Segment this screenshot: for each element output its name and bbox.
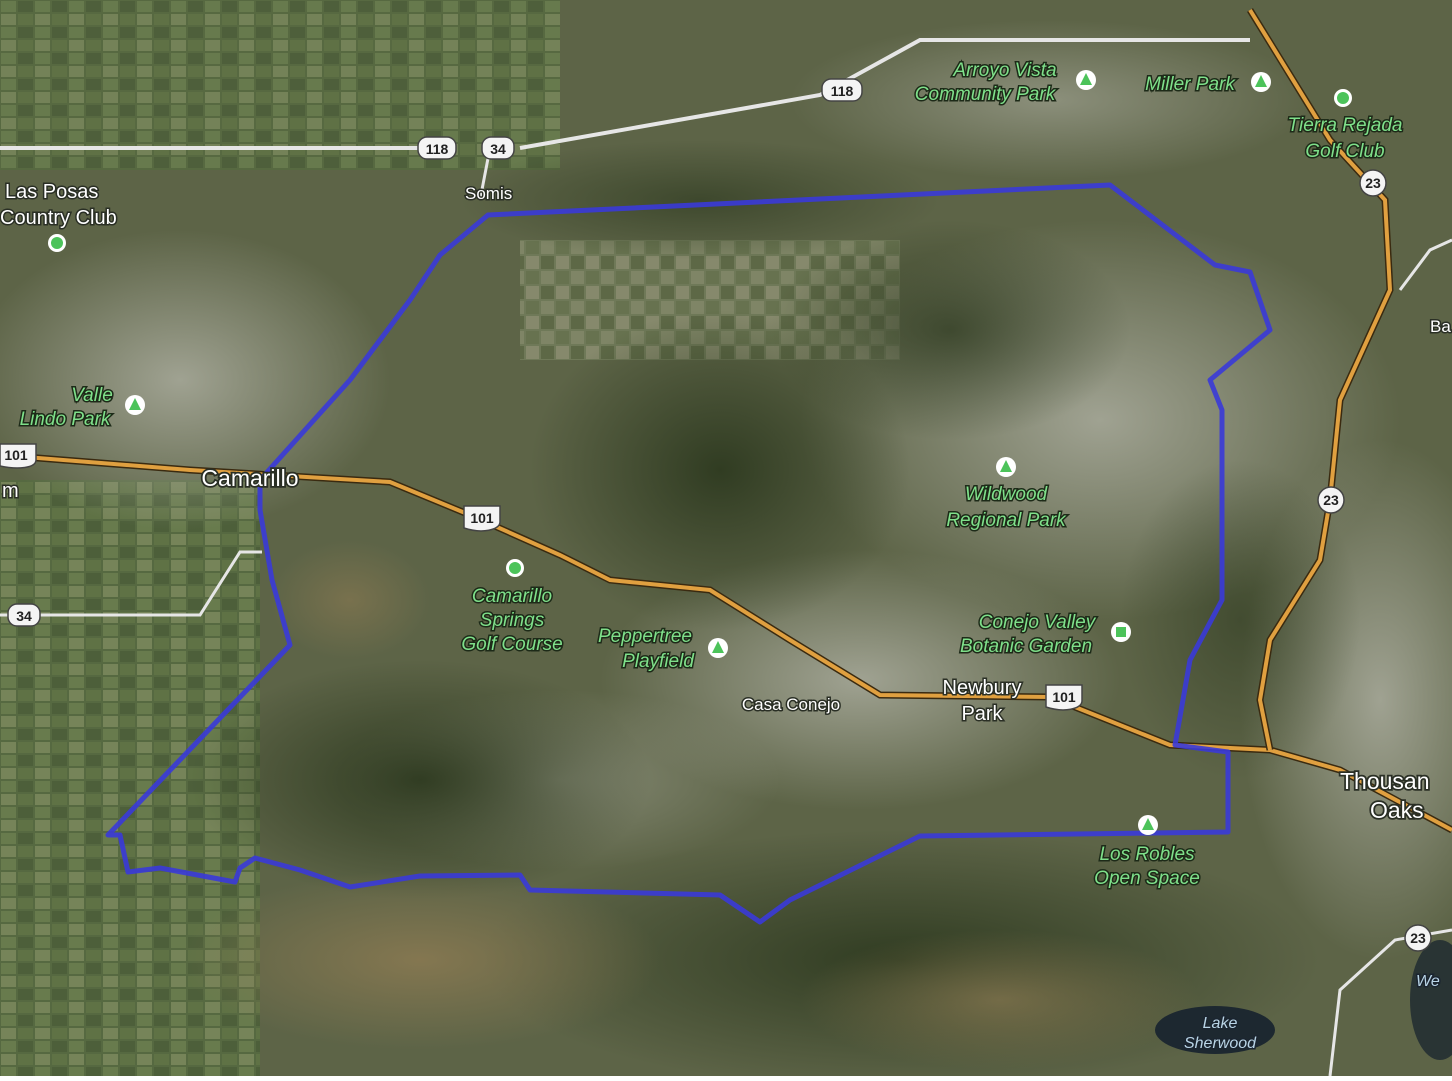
east-water bbox=[1410, 940, 1452, 1060]
svg-text:118: 118 bbox=[426, 141, 449, 157]
golf-marker-icon[interactable] bbox=[1334, 89, 1352, 107]
shield-23-middle[interactable]: 23 bbox=[1317, 486, 1345, 514]
park-marker-icon[interactable] bbox=[996, 457, 1016, 477]
svg-text:34: 34 bbox=[490, 141, 506, 157]
label-peppertree-1: Peppertree bbox=[598, 626, 692, 647]
label-miller-park: Miller Park bbox=[1145, 74, 1236, 95]
label-edge-we: We bbox=[1416, 973, 1440, 990]
shield-118-east[interactable]: 118 bbox=[821, 78, 863, 102]
north-urban bbox=[790, 20, 1310, 180]
park-marker-icon[interactable] bbox=[1076, 70, 1096, 90]
hills-southwest bbox=[190, 660, 650, 900]
svg-text:23: 23 bbox=[1323, 492, 1339, 508]
svg-text:101: 101 bbox=[470, 510, 494, 526]
label-arroyo-vista-2: Community Park bbox=[915, 84, 1057, 105]
park-marker-icon[interactable] bbox=[708, 638, 728, 658]
label-camarillo-springs-1: Camarillo bbox=[472, 586, 552, 607]
label-conejo-valley-2: Botanic Garden bbox=[960, 636, 1092, 657]
dry-grass-south bbox=[180, 870, 660, 1050]
hills-north bbox=[770, 220, 1130, 440]
label-lake-sherwood-1: Lake bbox=[1203, 1015, 1238, 1032]
label-edge-ba: Ba bbox=[1430, 317, 1451, 336]
label-arroyo-vista-1: Arroyo Vista bbox=[952, 60, 1056, 81]
label-las-posas-2: Country Club bbox=[0, 207, 117, 229]
label-los-robles-2: Open Space bbox=[1094, 868, 1200, 889]
hills-east bbox=[1120, 460, 1360, 780]
label-newbury-park-1: Newbury bbox=[943, 677, 1022, 699]
label-tierra-rejada-1: Tierra Rejada bbox=[1288, 115, 1403, 136]
lake-sherwood-water bbox=[1155, 1006, 1275, 1054]
label-wildwood-2: Regional Park bbox=[946, 510, 1067, 531]
svg-text:23: 23 bbox=[1365, 175, 1381, 191]
road-east[interactable] bbox=[1398, 238, 1452, 291]
label-camarillo-springs-2: Springs bbox=[480, 610, 545, 631]
label-los-robles-1: Los Robles bbox=[1099, 844, 1195, 865]
dry-grass-west bbox=[270, 540, 430, 660]
label-wildwood-1: Wildwood bbox=[965, 484, 1049, 505]
label-las-posas-1: Las Posas bbox=[5, 181, 98, 203]
hills-ridge bbox=[460, 140, 940, 260]
region-boundary[interactable] bbox=[105, 182, 1273, 925]
label-casa-conejo: Casa Conejo bbox=[742, 695, 840, 714]
label-tierra-rejada-2: Golf Club bbox=[1305, 141, 1384, 162]
label-camarillo-springs-3: Golf Course bbox=[461, 634, 562, 655]
label-conejo-valley-1: Conejo Valley bbox=[979, 612, 1097, 633]
shield-118-west[interactable]: 118 bbox=[417, 136, 457, 160]
svg-text:23: 23 bbox=[1410, 930, 1426, 946]
freeway-23[interactable] bbox=[1248, 8, 1393, 751]
freeway-101[interactable] bbox=[0, 453, 1452, 832]
svg-text:118: 118 bbox=[831, 83, 854, 99]
camarillo-urban bbox=[0, 230, 390, 530]
highway-34-south[interactable] bbox=[0, 550, 262, 617]
label-lake-sherwood-2: Sherwood bbox=[1184, 1035, 1257, 1052]
svg-text:101: 101 bbox=[4, 447, 28, 463]
golf-marker-icon[interactable] bbox=[48, 234, 66, 252]
shield-101-east[interactable]: 101 bbox=[1045, 684, 1083, 711]
label-thousand-oaks-1: Thousan bbox=[1340, 768, 1430, 794]
label-camarillo: Camarillo bbox=[201, 465, 298, 491]
garden-marker-icon[interactable] bbox=[1111, 622, 1131, 642]
park-marker-icon[interactable] bbox=[1138, 815, 1158, 835]
golf-marker-icon[interactable] bbox=[506, 559, 524, 577]
shield-101-west-edge[interactable]: 101 bbox=[0, 443, 37, 469]
label-edge-m: m bbox=[2, 480, 19, 502]
shield-34-north[interactable]: 34 bbox=[481, 136, 515, 160]
label-peppertree-2: Playfield bbox=[622, 651, 695, 672]
park-marker-icon[interactable] bbox=[1251, 72, 1271, 92]
shield-34-south[interactable]: 34 bbox=[7, 603, 41, 627]
label-valle-lindo-1: Valle bbox=[71, 385, 113, 406]
farm-fields-north bbox=[0, 0, 560, 170]
highway-118[interactable] bbox=[0, 38, 1250, 150]
park-marker-icon[interactable] bbox=[125, 395, 145, 415]
svg-text:34: 34 bbox=[16, 608, 32, 624]
shield-23-north[interactable]: 23 bbox=[1359, 169, 1387, 197]
label-somis: Somis bbox=[465, 184, 512, 203]
label-valle-lindo-2: Lindo Park bbox=[20, 409, 112, 430]
dry-grass-southeast bbox=[800, 930, 1200, 1070]
shield-101-center[interactable]: 101 bbox=[463, 505, 501, 532]
label-thousand-oaks-2: Oaks bbox=[1370, 797, 1424, 823]
label-newbury-park-2: Park bbox=[961, 703, 1003, 725]
shield-23-south[interactable]: 23 bbox=[1404, 924, 1432, 952]
svg-text:101: 101 bbox=[1052, 689, 1076, 705]
